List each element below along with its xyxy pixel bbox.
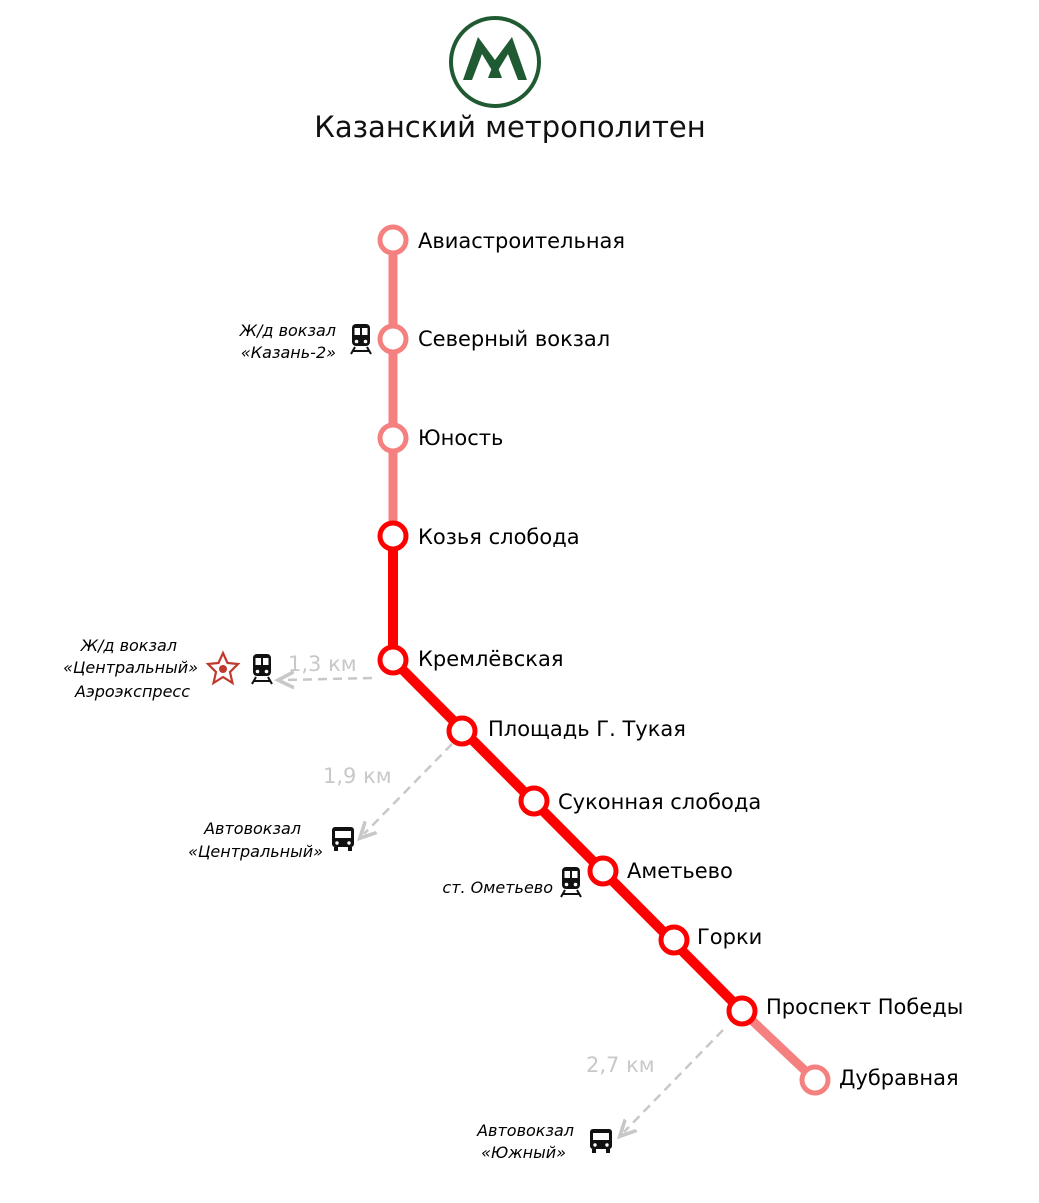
map-title: Казанский метрополитен — [314, 110, 705, 144]
station-label: Суконная слобода — [558, 790, 761, 814]
transfer-label: Ж/д вокзал — [80, 636, 177, 655]
station-label: Северный вокзал — [418, 327, 610, 351]
transfer-label: «Центральный» — [188, 842, 323, 861]
line-segment-open — [388, 536, 746, 1015]
transfer-ometyevo: ст. Ометьево — [442, 866, 582, 898]
aeroexpress-star-icon — [205, 650, 241, 686]
station-ploshchad-tukaya[interactable]: Площадь Г. Тукая — [446, 715, 686, 747]
station-ametyevo[interactable]: Аметьево — [587, 855, 733, 887]
station-label: Кремлёвская — [418, 647, 563, 671]
station-severny-vokzal[interactable]: Северный вокзал — [377, 323, 610, 355]
transfer-label: Аэроэкспресс — [74, 682, 190, 701]
transfer-south-bus: 2,7 км Автовокзал «Южный» — [476, 1029, 724, 1162]
station-label: Юность — [418, 426, 503, 450]
transfer-label: Автовокзал — [476, 1121, 574, 1140]
dashed-connector — [624, 1029, 724, 1132]
station-kozya-sloboda[interactable]: Козья слобода — [377, 520, 580, 552]
bus-icon — [590, 1129, 612, 1153]
station-label: Дубравная — [839, 1066, 959, 1090]
station-dubravnaya[interactable]: Дубравная — [799, 1064, 959, 1096]
train-icon — [560, 866, 582, 898]
transfer-kazan-2: Ж/д вокзал «Казань-2» — [239, 321, 372, 362]
transfer-label: «Центральный» — [63, 658, 198, 677]
transfer-label: «Казань-2» — [241, 343, 336, 362]
transfer-label: «Южный» — [481, 1143, 566, 1162]
transfer-label: Автовокзал — [203, 819, 301, 838]
station-label: Авиастроительная — [418, 229, 625, 253]
dashed-connector — [284, 678, 373, 680]
station-prospekt-pobedy[interactable]: Проспект Победы — [726, 995, 963, 1027]
station-label: Горки — [697, 925, 762, 949]
transfer-central-rail: Ж/д вокзал «Центральный» Аэроэкспресс 1,… — [63, 636, 373, 701]
train-icon — [251, 653, 273, 685]
station-label: Площадь Г. Тукая — [488, 717, 686, 741]
station-aviastroitelnaya[interactable]: Авиастроительная — [377, 224, 625, 256]
station-label: Проспект Победы — [766, 995, 963, 1019]
distance-label: 1,3 км — [288, 652, 357, 676]
distance-label: 2,7 км — [586, 1053, 655, 1077]
transfer-label: ст. Ометьево — [442, 878, 553, 897]
kazan-metro-logo-icon — [449, 16, 541, 108]
dashed-connector — [364, 743, 453, 834]
station-gorki[interactable]: Горки — [658, 924, 762, 956]
line-segment-planned-south — [738, 1007, 819, 1084]
train-icon — [350, 323, 372, 355]
station-label: Аметьево — [627, 859, 733, 883]
station-sukonnaya-sloboda[interactable]: Суконная слобода — [518, 785, 761, 817]
station-yunost[interactable]: Юность — [377, 422, 503, 454]
transfer-central-bus: 1,9 км Автовокзал «Центральный» — [188, 743, 453, 861]
station-label: Козья слобода — [418, 525, 580, 549]
distance-label: 1,9 км — [323, 764, 392, 788]
station-kremlyovskaya[interactable]: Кремлёвская — [377, 644, 563, 676]
transfer-label: Ж/д вокзал — [239, 321, 336, 340]
bus-icon — [332, 827, 354, 851]
